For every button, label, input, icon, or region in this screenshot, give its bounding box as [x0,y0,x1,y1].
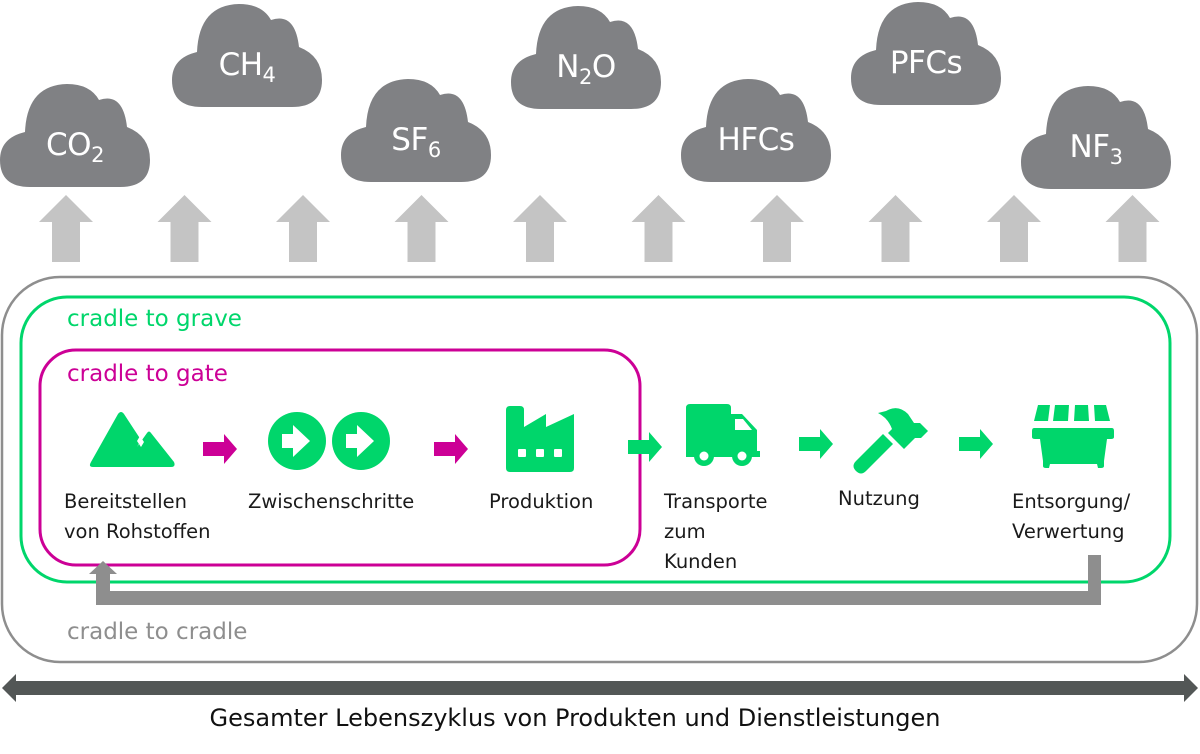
emission-formula: N [556,49,579,85]
emission-arrow [750,195,804,262]
scope-label-cradle: cradle to cradle [67,619,248,645]
cloud-nf3 [1021,86,1171,189]
step-label-production: Produktion [489,490,594,513]
flow-arrow-3 [628,432,662,462]
emission-label-pfcs: PFCs [846,48,1006,79]
emission-formula: PFCs [889,45,963,81]
emission-arrow [631,195,686,262]
hammer-icon [853,408,928,474]
cradle-to-grave-boundary [19,295,1172,584]
emission-formula: HFCs [717,122,795,158]
emission-arrow [276,195,330,262]
step-label-intermediate: Zwischenschritte [248,490,415,513]
cloud-sf6 [341,79,491,182]
recycling-loop-path [96,555,1101,605]
emission-clouds [0,2,1171,189]
cloud-co2 [0,84,150,187]
emission-formula: CH [218,47,263,83]
flow-arrow-2 [434,434,468,464]
emission-arrow [394,195,449,262]
cradle-to-gate-boundary [38,348,642,567]
lifecycle-double-arrow [2,674,1198,702]
emission-label-ch4: CH4 [167,47,327,86]
emission-arrow [1105,195,1160,262]
emission-arrow [868,195,923,262]
emission-formula: SF [391,122,428,158]
step-label-raw-materials: Bereitstellen von Rohstoffen [64,490,211,543]
cloud-ch4 [172,4,322,107]
lifecycle-caption: Gesamter Lebenszyklus von Produkten und … [209,704,941,732]
cloud-n2o [511,6,661,109]
emission-subscript: 2 [91,143,104,167]
emission-formula: NF [1069,129,1111,165]
emission-subscript: 2 [578,65,592,89]
cloud-pfcs [851,2,1001,105]
emission-arrow [39,195,93,262]
factory-icon [506,406,574,472]
mountain-icon [89,412,175,467]
emission-formula: CO [46,127,92,163]
emission-label-n2o: N2O [506,49,666,88]
double-arrow-circle-icon [268,412,390,470]
step-label-disposal: Entsorgung/ Verwertung [1012,490,1131,543]
cradle-to-cradle-boundary [0,275,1199,664]
emission-label-nf3: NF3 [1016,129,1176,168]
emission-formula-tail: O [591,49,616,85]
cloud-hfcs [681,79,831,182]
emission-label-hfcs: HFCs [676,125,836,156]
flow-arrow-5 [959,429,993,459]
recycling-loop-arrowhead [89,561,117,574]
scope-label-grave: cradle to grave [67,306,242,332]
emission-arrow [513,195,567,262]
emission-arrows [39,195,1160,262]
emission-label-sf6: SF6 [336,122,496,161]
scope-label-gate: cradle to gate [67,361,228,387]
emission-label-co2: CO2 [0,127,155,166]
emission-subscript: 4 [262,63,276,87]
emission-subscript: 6 [427,138,441,162]
flow-arrow-4 [799,429,833,459]
step-label-transport: Transporte zum Kunden [664,490,768,573]
emission-subscript: 3 [1109,145,1123,169]
flow-arrow-1 [203,434,237,464]
step-label-usage: Nutzung [838,487,920,510]
emission-arrow [157,195,212,262]
emission-arrow [987,195,1041,262]
dumpster-icon [1032,405,1114,468]
truck-icon [686,404,760,466]
